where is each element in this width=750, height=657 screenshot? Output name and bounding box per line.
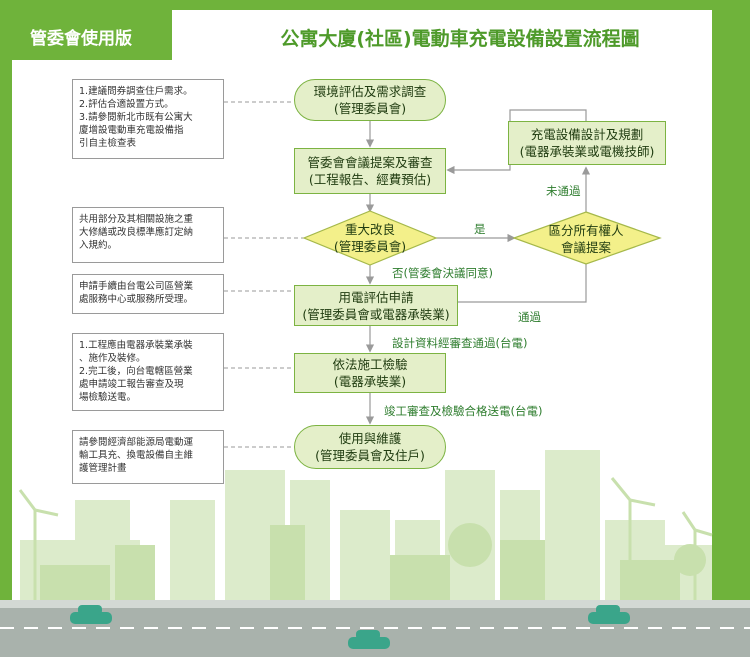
node-major-improvement: 重大改良 (管理委員會): [314, 221, 426, 255]
note-line: 入規約。: [79, 240, 118, 251]
skyline-block: [390, 555, 450, 600]
car-body: [348, 637, 390, 649]
node-title: 用電評估申請: [338, 289, 414, 305]
node-subtitle: (管理委員會): [333, 101, 407, 116]
car-body: [70, 612, 112, 624]
node-title: 使用與維護: [338, 431, 402, 446]
car-roof: [596, 605, 620, 615]
note-line: 處服務中心或服務所受理。: [79, 294, 194, 305]
note-box-construction: 1.工程應由電器承裝業承裝 、施作及裝修。 2.完工後，向台電轄區營業 處申請竣…: [72, 333, 224, 411]
node-title: 環境評估及需求調查: [313, 84, 427, 99]
node-subtitle: (管理委員會及住戶): [315, 448, 425, 463]
note-box-survey: 1.建議問券調查住戶需求。 2.評估合適設置方式。 3.請參閱新北市既有公寓大 …: [72, 79, 224, 159]
note-box-maintenance: 請參閱經濟部能源局電動運 輸工具充、換電設備自主維 護管理計畫: [72, 430, 224, 484]
node-title: 依法施工檢驗: [332, 357, 408, 372]
car-right: [588, 605, 630, 624]
node-use-maintenance: 使用與維護 (管理委員會及住戶): [294, 425, 446, 469]
note-line: 場檢驗送電。: [79, 392, 137, 403]
note-line: 引自主檢查表: [79, 138, 137, 149]
node-subtitle: (管理委員會): [333, 239, 407, 254]
skyline-block: [115, 545, 155, 600]
edge-label-completion-approved: 竣工審查及檢驗合格送電(台電): [384, 404, 543, 418]
version-badge: 管委會使用版: [12, 18, 172, 60]
skyline-block: [270, 525, 305, 600]
frame-left-bar: [0, 0, 12, 600]
turbine-blade: [610, 477, 632, 501]
turbine-blade: [18, 489, 37, 511]
frame-right-bar: [712, 0, 750, 600]
note-line: 1.工程應由電器承裝業承裝: [79, 340, 193, 351]
node-assessment: 環境評估及需求調查 (管理委員會): [294, 79, 446, 121]
car-left: [70, 605, 112, 624]
skyline-block: [170, 500, 215, 600]
note-line: 輸工具充、換電設備自主維: [79, 450, 194, 461]
note-line: 、施作及裝修。: [79, 353, 146, 364]
note-line: 申請手續由台電公司區營業: [79, 281, 194, 292]
note-box-application: 申請手續由台電公司區營業 處服務中心或服務所受理。: [72, 274, 224, 314]
node-committee-proposal: 管委會會議提案及審查 (工程報告、經費預估): [294, 148, 446, 194]
turbine-blade: [34, 508, 59, 517]
page-title: 公寓大廈(社區)電動車充電設備設置流程圖: [280, 28, 640, 50]
note-line: 廈增設電動車充電設備指: [79, 125, 184, 136]
tree-shape: [674, 544, 706, 576]
node-charger-design: 充電設備設計及規劃 (電器承裝業或電機技師): [508, 121, 666, 165]
node-subtitle: (管理委員會或電器承裝業): [302, 306, 450, 322]
car-roof: [356, 630, 380, 640]
tree-shape: [448, 523, 492, 567]
node-subtitle: (電器承裝業): [333, 374, 407, 389]
edge-label-passed: 通過: [518, 310, 541, 324]
note-line: 3.請參閱新北市既有公寓大: [79, 112, 193, 123]
turbine-blade: [629, 498, 656, 507]
note-line: 請參閱經濟部能源局電動運: [79, 437, 194, 448]
note-line: 大修繕或改良標準應訂定納: [79, 227, 194, 238]
node-power-application: 用電評估申請 (管理委員會或電器承裝業): [294, 285, 458, 326]
title-panel: [172, 10, 712, 60]
diamond-owners-meeting: [512, 211, 662, 265]
node-construction-inspection: 依法施工檢驗 (電器承裝業): [294, 353, 446, 393]
note-line: 處申請竣工報告審查及現: [79, 379, 184, 390]
node-subtitle: (電器承裝業或電機技師): [519, 144, 655, 159]
edge-label-not-passed: 未通過: [546, 184, 581, 198]
edge-label-yes: 是: [474, 222, 486, 236]
node-subtitle: (工程報告、經費預估): [308, 172, 432, 187]
car-body: [588, 612, 630, 624]
turbine-blade: [681, 511, 697, 531]
flow-arrows: [365, 109, 591, 425]
note-line: 1.建議問券調查住戶需求。: [79, 86, 193, 97]
node-title: 充電設備設計及規劃: [530, 127, 644, 142]
skyline-block: [40, 565, 110, 600]
arrow-owners-apply: [446, 264, 587, 307]
arrow-design-proposal: [446, 109, 587, 175]
node-title: 區分所有權人: [548, 223, 624, 238]
car-center: [348, 630, 390, 649]
skyline-block: [340, 510, 390, 600]
node-title: 重大改良: [344, 222, 395, 237]
road-shoulder: [0, 600, 750, 608]
node-title: 管委會會議提案及審查: [307, 155, 433, 170]
turbine-blade: [694, 528, 713, 537]
skyline-block: [500, 540, 545, 600]
edge-label-no: 否(管委會決議同意): [392, 266, 493, 280]
wind-turbines: [18, 477, 713, 600]
skyline-block: [545, 450, 600, 600]
note-box-bylaws: 共用部分及其相關設施之重 大修繕或改良標準應訂定納 入規約。: [72, 207, 224, 263]
note-connectors: [224, 101, 304, 448]
car-roof: [78, 605, 102, 615]
edge-label-design-approved: 設計資料經審查通過(台電): [392, 336, 528, 350]
note-line: 護管理計畫: [79, 463, 127, 474]
note-line: 2.評估合適設置方式。: [79, 99, 174, 110]
note-line: 2.完工後，向台電轄區營業: [79, 366, 193, 377]
node-subtitle: 會議提案: [560, 240, 611, 255]
diamond-major-improvement: [302, 210, 438, 266]
node-owners-meeting: 區分所有權人 會議提案: [530, 222, 642, 256]
note-line: 共用部分及其相關設施之重: [79, 214, 194, 225]
city-skyline-front: [40, 523, 706, 600]
